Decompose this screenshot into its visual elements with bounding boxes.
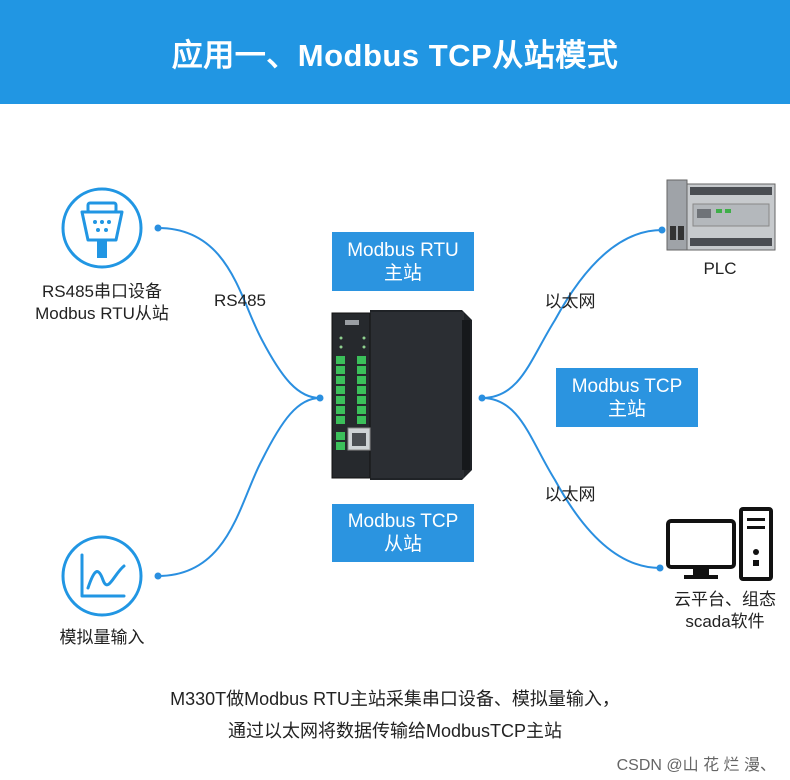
computer-label: 云平台、组态 scada软件 (655, 589, 790, 633)
serial-connector-icon (61, 187, 143, 269)
badge-tcp-master-line1: Modbus TCP (571, 375, 683, 397)
analog-device-label: 模拟量输入 (22, 627, 182, 649)
ethernet-bottom-label: 以太网 (544, 485, 596, 504)
page-title: 应用一、Modbus TCP从站模式 (171, 38, 619, 73)
badge-rtu-master: Modbus RTU 主站 (332, 232, 474, 291)
badge-tcp-slave-line2: 从站 (383, 534, 422, 555)
badge-tcp-master: Modbus TCP 主站 (556, 368, 698, 427)
link-analog-curve (157, 397, 321, 577)
watermark: CSDN @山 花 烂 漫、 (616, 757, 776, 774)
ethernet-top-label: 以太网 (544, 292, 596, 311)
badge-rtu-master-line2: 主站 (383, 262, 422, 284)
serial-device-line1: RS485串口设备 (42, 282, 162, 301)
computer-line2: scada软件 (685, 612, 765, 631)
computer-line1: 云平台、组态 (674, 590, 776, 609)
link-plc-curve (481, 229, 663, 399)
endpoint-dot (656, 564, 664, 572)
endpoint-dot (478, 394, 486, 402)
plc-icon (666, 179, 776, 251)
serial-device-line2: Modbus RTU从站 (35, 304, 169, 323)
endpoint-dot (154, 224, 162, 232)
analog-device-line1: 模拟量输入 (59, 628, 145, 647)
plc-label: PLC (703, 259, 737, 278)
computer-icon (666, 507, 773, 581)
endpoint-dot (154, 572, 162, 580)
endpoint-dot (316, 394, 324, 402)
header-banner: 应用一、Modbus TCP从站模式 (0, 0, 790, 104)
footer-line1: M330T做Modbus RTU主站采集串口设备、模拟量输入， (170, 689, 620, 709)
badge-tcp-slave-line1: Modbus TCP (347, 511, 459, 532)
endpoint-dot (658, 226, 666, 234)
serial-device-label: RS485串口设备 Modbus RTU从站 (22, 281, 182, 325)
io-module-icon (331, 310, 472, 480)
badge-tcp-master-line2: 主站 (607, 398, 646, 420)
link-rs485-curve (157, 227, 321, 399)
link-computer-curve (481, 397, 661, 569)
analog-signal-icon (61, 535, 143, 617)
rs485-link-label: RS485 (214, 291, 266, 310)
badge-tcp-slave: Modbus TCP 从站 (332, 504, 474, 562)
footer-line2: 通过以太网将数据传输给ModbusTCP主站 (227, 721, 563, 741)
badge-rtu-master-line1: Modbus RTU (347, 239, 459, 261)
